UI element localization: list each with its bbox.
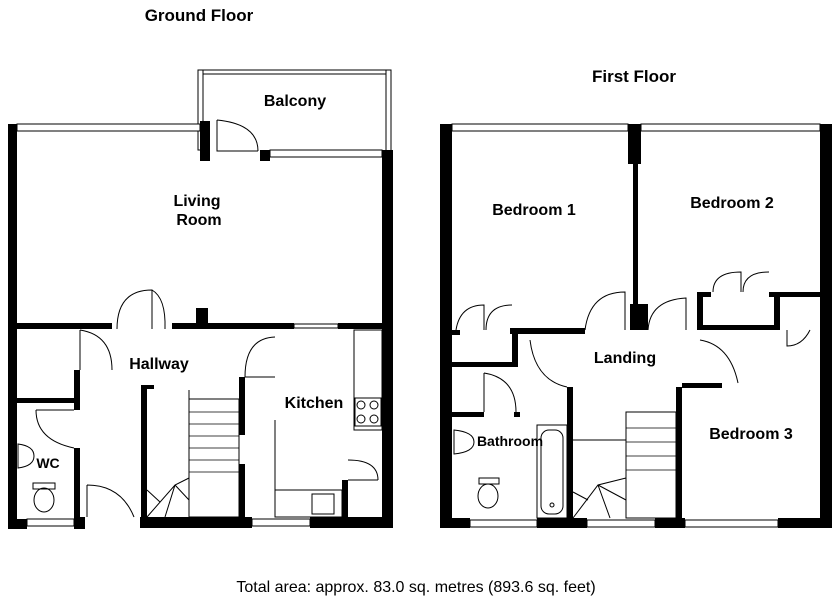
living-room-label-line1: Living — [173, 193, 220, 210]
kitchen-fittings — [274, 329, 383, 518]
ground-doors — [35, 119, 379, 518]
kitchen-label: Kitchen — [285, 395, 344, 412]
bedroom-1-label: Bedroom 1 — [492, 202, 576, 219]
first-stairs — [572, 411, 677, 519]
balcony-label: Balcony — [264, 93, 326, 110]
ground-inner-walls — [17, 308, 388, 520]
first-doors — [455, 271, 811, 413]
ground-stairs — [146, 390, 240, 518]
wc-fittings — [17, 443, 56, 513]
balcony-railing — [197, 69, 392, 154]
wc-label: WC — [36, 455, 59, 471]
ground-floor-title: Ground Floor — [145, 6, 254, 25]
hallway-label: Hallway — [129, 356, 189, 373]
living-room-label-line2: Room — [176, 212, 221, 229]
bedroom-2-label: Bedroom 2 — [690, 195, 774, 212]
first-outer-walls — [440, 124, 832, 528]
first-floor-plan: Bedroom 1 Bedroom 2 Bedroom 3 Landing Ba… — [440, 123, 832, 528]
ground-windows — [16, 123, 383, 527]
first-windows — [451, 123, 821, 528]
first-inner-walls — [452, 164, 820, 518]
ground-floor-plan: Balcony Living Room Hallway Kitchen WC — [8, 69, 393, 529]
bedroom-3-label: Bedroom 3 — [709, 426, 793, 443]
total-area-text: Total area: approx. 83.0 sq. metres (893… — [236, 579, 595, 596]
first-floor-title: First Floor — [592, 67, 676, 86]
bathroom-label: Bathroom — [477, 433, 543, 449]
ground-outer-walls — [8, 121, 393, 529]
bathroom-fittings — [453, 424, 568, 519]
landing-label: Landing — [594, 350, 656, 367]
